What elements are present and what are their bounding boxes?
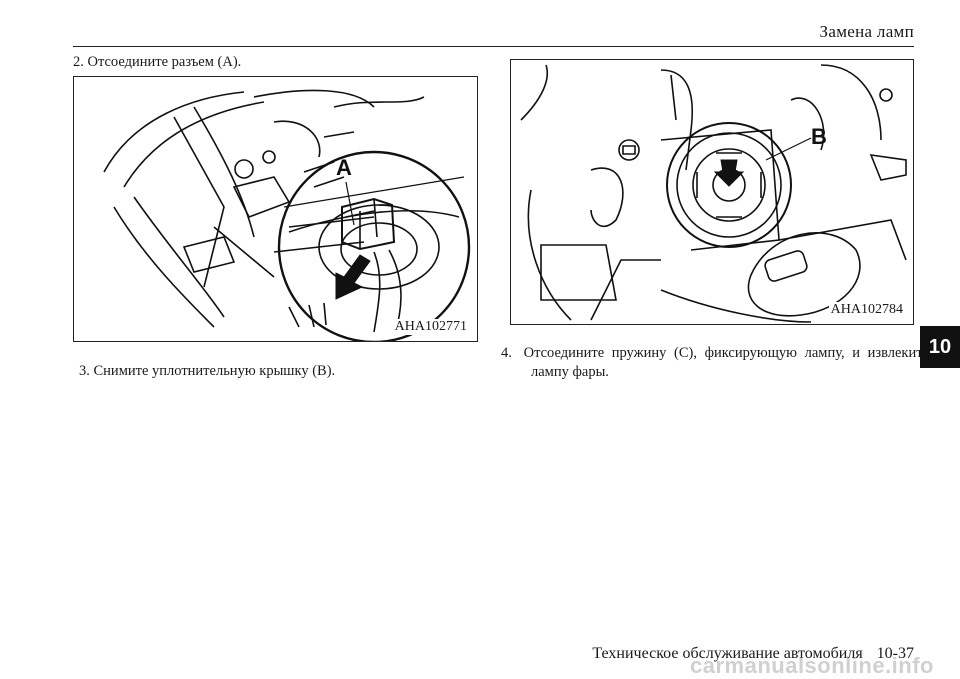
chapter-tab: 10	[920, 326, 960, 368]
figure-code: AHA102784	[828, 302, 905, 318]
callout-label-b: B	[811, 124, 827, 149]
watermark: carmanualsonline.info	[690, 653, 934, 678]
step-4: 4. Отсоедините пружину (C), фиксирующую …	[501, 345, 929, 380]
figure-code: AHA102771	[392, 319, 469, 335]
footer-section: Техническое обслуживание автомобиля	[592, 645, 863, 662]
step-number: 2.	[73, 54, 84, 70]
step-2: 2. Отсоедините разъем (A).	[73, 53, 241, 72]
callout-label-a: A	[336, 155, 352, 180]
figure-connector-illustration: A	[103, 89, 471, 341]
step-number: 3.	[79, 363, 90, 379]
page-number: 10-37	[876, 645, 914, 662]
step-text: Отсоедините пружину (C), фиксирующую лам…	[523, 345, 929, 380]
page-header-title: Замена ламп	[819, 22, 914, 41]
step-3: 3. Снимите уплотнительную крышку (B).	[79, 362, 335, 381]
page-footer: Техническое обслуживание автомобиля 10-37	[592, 645, 914, 663]
figure-seal-cover: B AHA102784	[510, 59, 914, 325]
header-rule	[73, 46, 914, 47]
step-text: Отсоедините разъем (A).	[87, 54, 242, 70]
figure-connector: A AHA102771	[73, 76, 478, 342]
step-text: Снимите уплотнительную крышку (B).	[93, 363, 336, 379]
figure-seal-cover-illustration: B	[520, 64, 907, 323]
